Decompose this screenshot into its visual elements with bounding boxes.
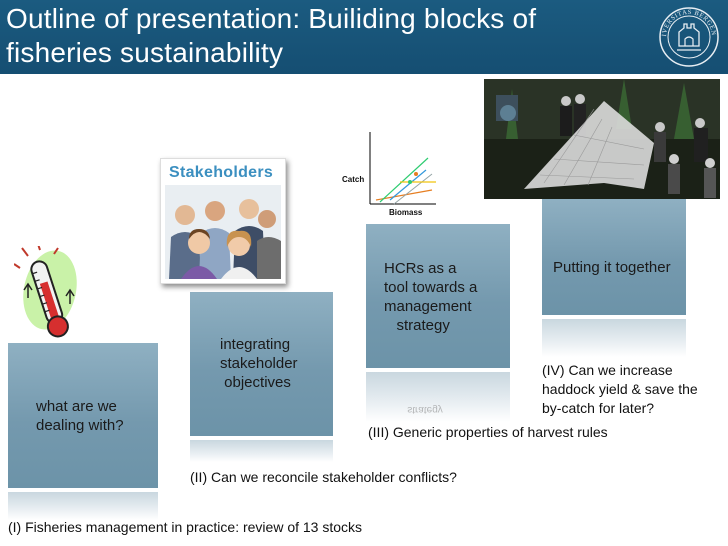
stakeholders-card: Stakeholders [160,158,286,284]
block-iv-reflection [542,319,686,357]
block-i: what are we dealing with? [8,343,158,488]
caption-i: (I) Fisheries management in practice: re… [8,519,363,535]
block-iv-face [542,199,686,315]
block-ii: integrating stakeholder objectives [190,292,333,436]
block-iv-text: Putting it together [553,259,671,276]
title-bar: Outline of presentation: Builiding block… [0,0,728,74]
block-i-face [8,343,158,488]
block-iii-reflection [366,372,510,422]
fishing-net-photo [484,79,720,199]
seal-text: UNIVERSITAS BERGENSIS [658,6,716,37]
university-seal-logo: UNIVERSITAS BERGENSIS [658,6,719,67]
caption-iii: (III) Generic properties of harvest rule… [368,424,608,440]
block-iii-reflection-text: strategy [407,404,443,415]
svg-text:UNIVERSITAS BERGENSIS: UNIVERSITAS BERGENSIS [658,6,717,37]
block-iv: Putting it together [542,199,686,315]
block-ii-text: integrating stakeholder objectives [220,336,298,391]
caption-ii: (II) Can we reconcile stakeholder confli… [190,469,457,485]
chart-ylabel: Catch [342,175,365,184]
block-i-reflection [8,492,158,520]
block-i-text: what are we dealing with? [36,398,124,434]
caption-iv: (IV) Can we increase haddock yield & sav… [542,362,698,416]
block-iii: HCRs as a tool towards a management stra… [366,224,510,368]
stakeholders-people-image [165,185,281,279]
stakeholders-card-title: Stakeholders [169,164,274,181]
block-iii-face [366,224,510,368]
thermometer-icon [14,246,77,338]
harvest-rule-mini-chart [369,132,436,205]
block-ii-face [190,292,333,436]
slide-title: Outline of presentation: Builiding block… [6,3,537,68]
block-iii-text: HCRs as a tool towards a management stra… [384,260,478,334]
block-ii-reflection [190,440,333,462]
chart-xlabel: Biomass [389,208,423,217]
